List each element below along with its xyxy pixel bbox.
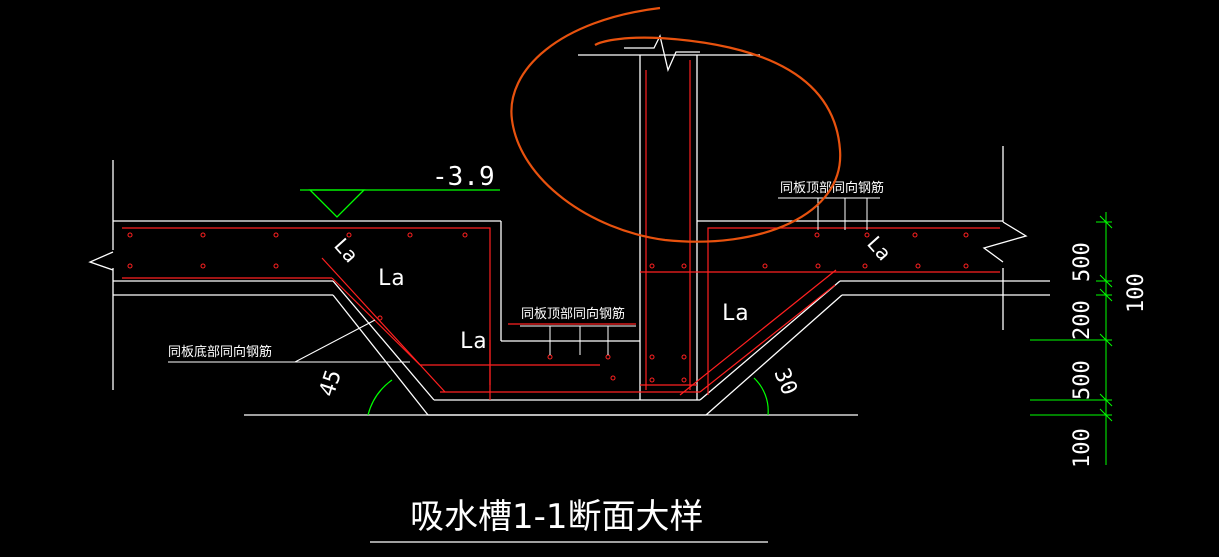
markup-circle <box>510 6 842 243</box>
anchor-label-3: La <box>722 301 749 326</box>
anchor-label-4: La <box>329 233 363 267</box>
dimension-lines <box>1030 212 1113 465</box>
anchor-label-1: La <box>378 266 405 291</box>
elevation-marker: -3.9 <box>300 162 500 218</box>
anchor-label-5: La <box>862 231 896 265</box>
dimension-4: 100 <box>1124 273 1149 313</box>
dimension-1: 500 <box>1070 242 1095 282</box>
dimension-3: 500 <box>1070 360 1095 400</box>
dimension-5: 100 <box>1070 428 1095 468</box>
angle-right-label: 30 <box>768 365 801 399</box>
angle-marks <box>367 377 769 416</box>
anchor-label-2: La <box>460 329 487 354</box>
rebar-group <box>122 60 1000 400</box>
note-middle: 同板顶部同向钢筋 <box>521 306 625 322</box>
dimension-2: 200 <box>1070 300 1095 340</box>
note-leaders <box>168 197 880 363</box>
concrete-outline <box>88 34 1050 416</box>
drawing-title: 吸水槽1-1断面大样 <box>410 497 704 537</box>
angle-left-label: 45 <box>315 367 347 400</box>
note-left: 同板底部同向钢筋 <box>168 344 272 360</box>
elevation-label: -3.9 <box>432 162 495 192</box>
rebar-dots <box>127 232 969 383</box>
